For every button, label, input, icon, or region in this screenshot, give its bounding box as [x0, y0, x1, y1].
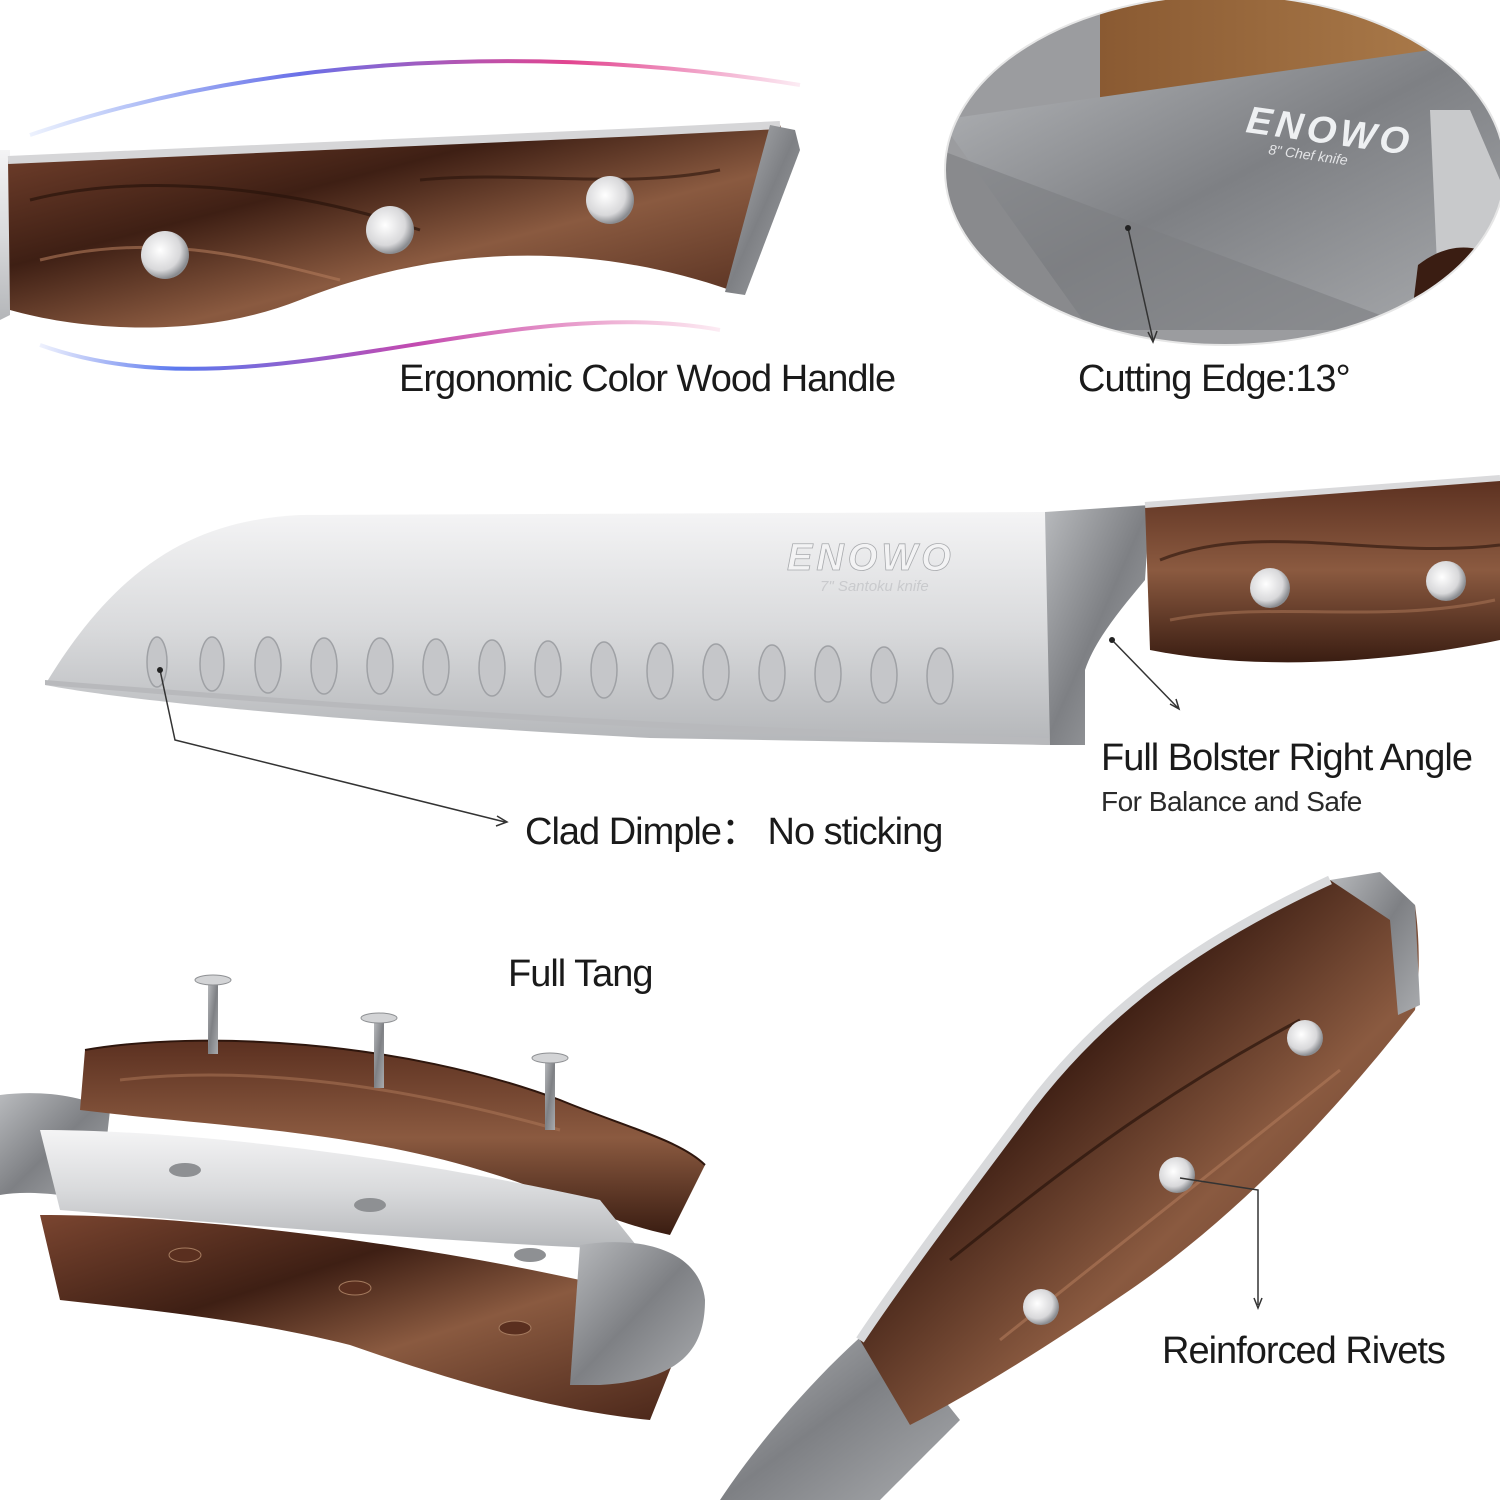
edge-pointer [1127, 227, 1154, 341]
rivet-icon [366, 206, 414, 254]
santoku-brand-engraving: ENOWO [787, 537, 955, 579]
rivet-icon [141, 231, 189, 279]
handle-closeup [0, 59, 801, 371]
rivet-handle-closeup [720, 872, 1420, 1500]
rivet-icon [1023, 1289, 1059, 1325]
handle-caption: Ergonomic Color Wood Handle [399, 358, 896, 400]
tang-pins [194, 974, 569, 1130]
bolster-subcaption: For Balance and Safe [1101, 786, 1362, 817]
swoosh-bottom [39, 320, 721, 371]
bolster-caption: Full Bolster Right Angle [1101, 737, 1473, 779]
rivets-caption: Reinforced Rivets [1162, 1330, 1446, 1372]
full-tang-exploded [0, 974, 706, 1420]
santoku-knife: ENOWO 7" Santoku knife [45, 475, 1500, 827]
dimple-pointer [159, 669, 506, 823]
chef-knife-closeup: ENOWO 8" Chef knife [944, 0, 1500, 346]
full-tang-caption: Full Tang [508, 953, 654, 995]
bolster-pointer [1111, 639, 1179, 709]
santoku-model-engraving: 7" Santoku knife [820, 578, 929, 595]
cutting-edge-caption: Cutting Edge:13° [1078, 358, 1351, 400]
rivet-icon [1426, 561, 1466, 601]
rivet-icon [586, 176, 634, 224]
rivet-icon [1159, 1157, 1195, 1193]
rivet-icon [1287, 1020, 1323, 1056]
rivets-pointer [1179, 1177, 1259, 1305]
rivet-icon [1250, 568, 1290, 608]
clad-dimple-caption: Clad Dimple： No sticking [525, 811, 943, 853]
swoosh-top [29, 59, 801, 137]
clad-dimples [146, 636, 954, 705]
